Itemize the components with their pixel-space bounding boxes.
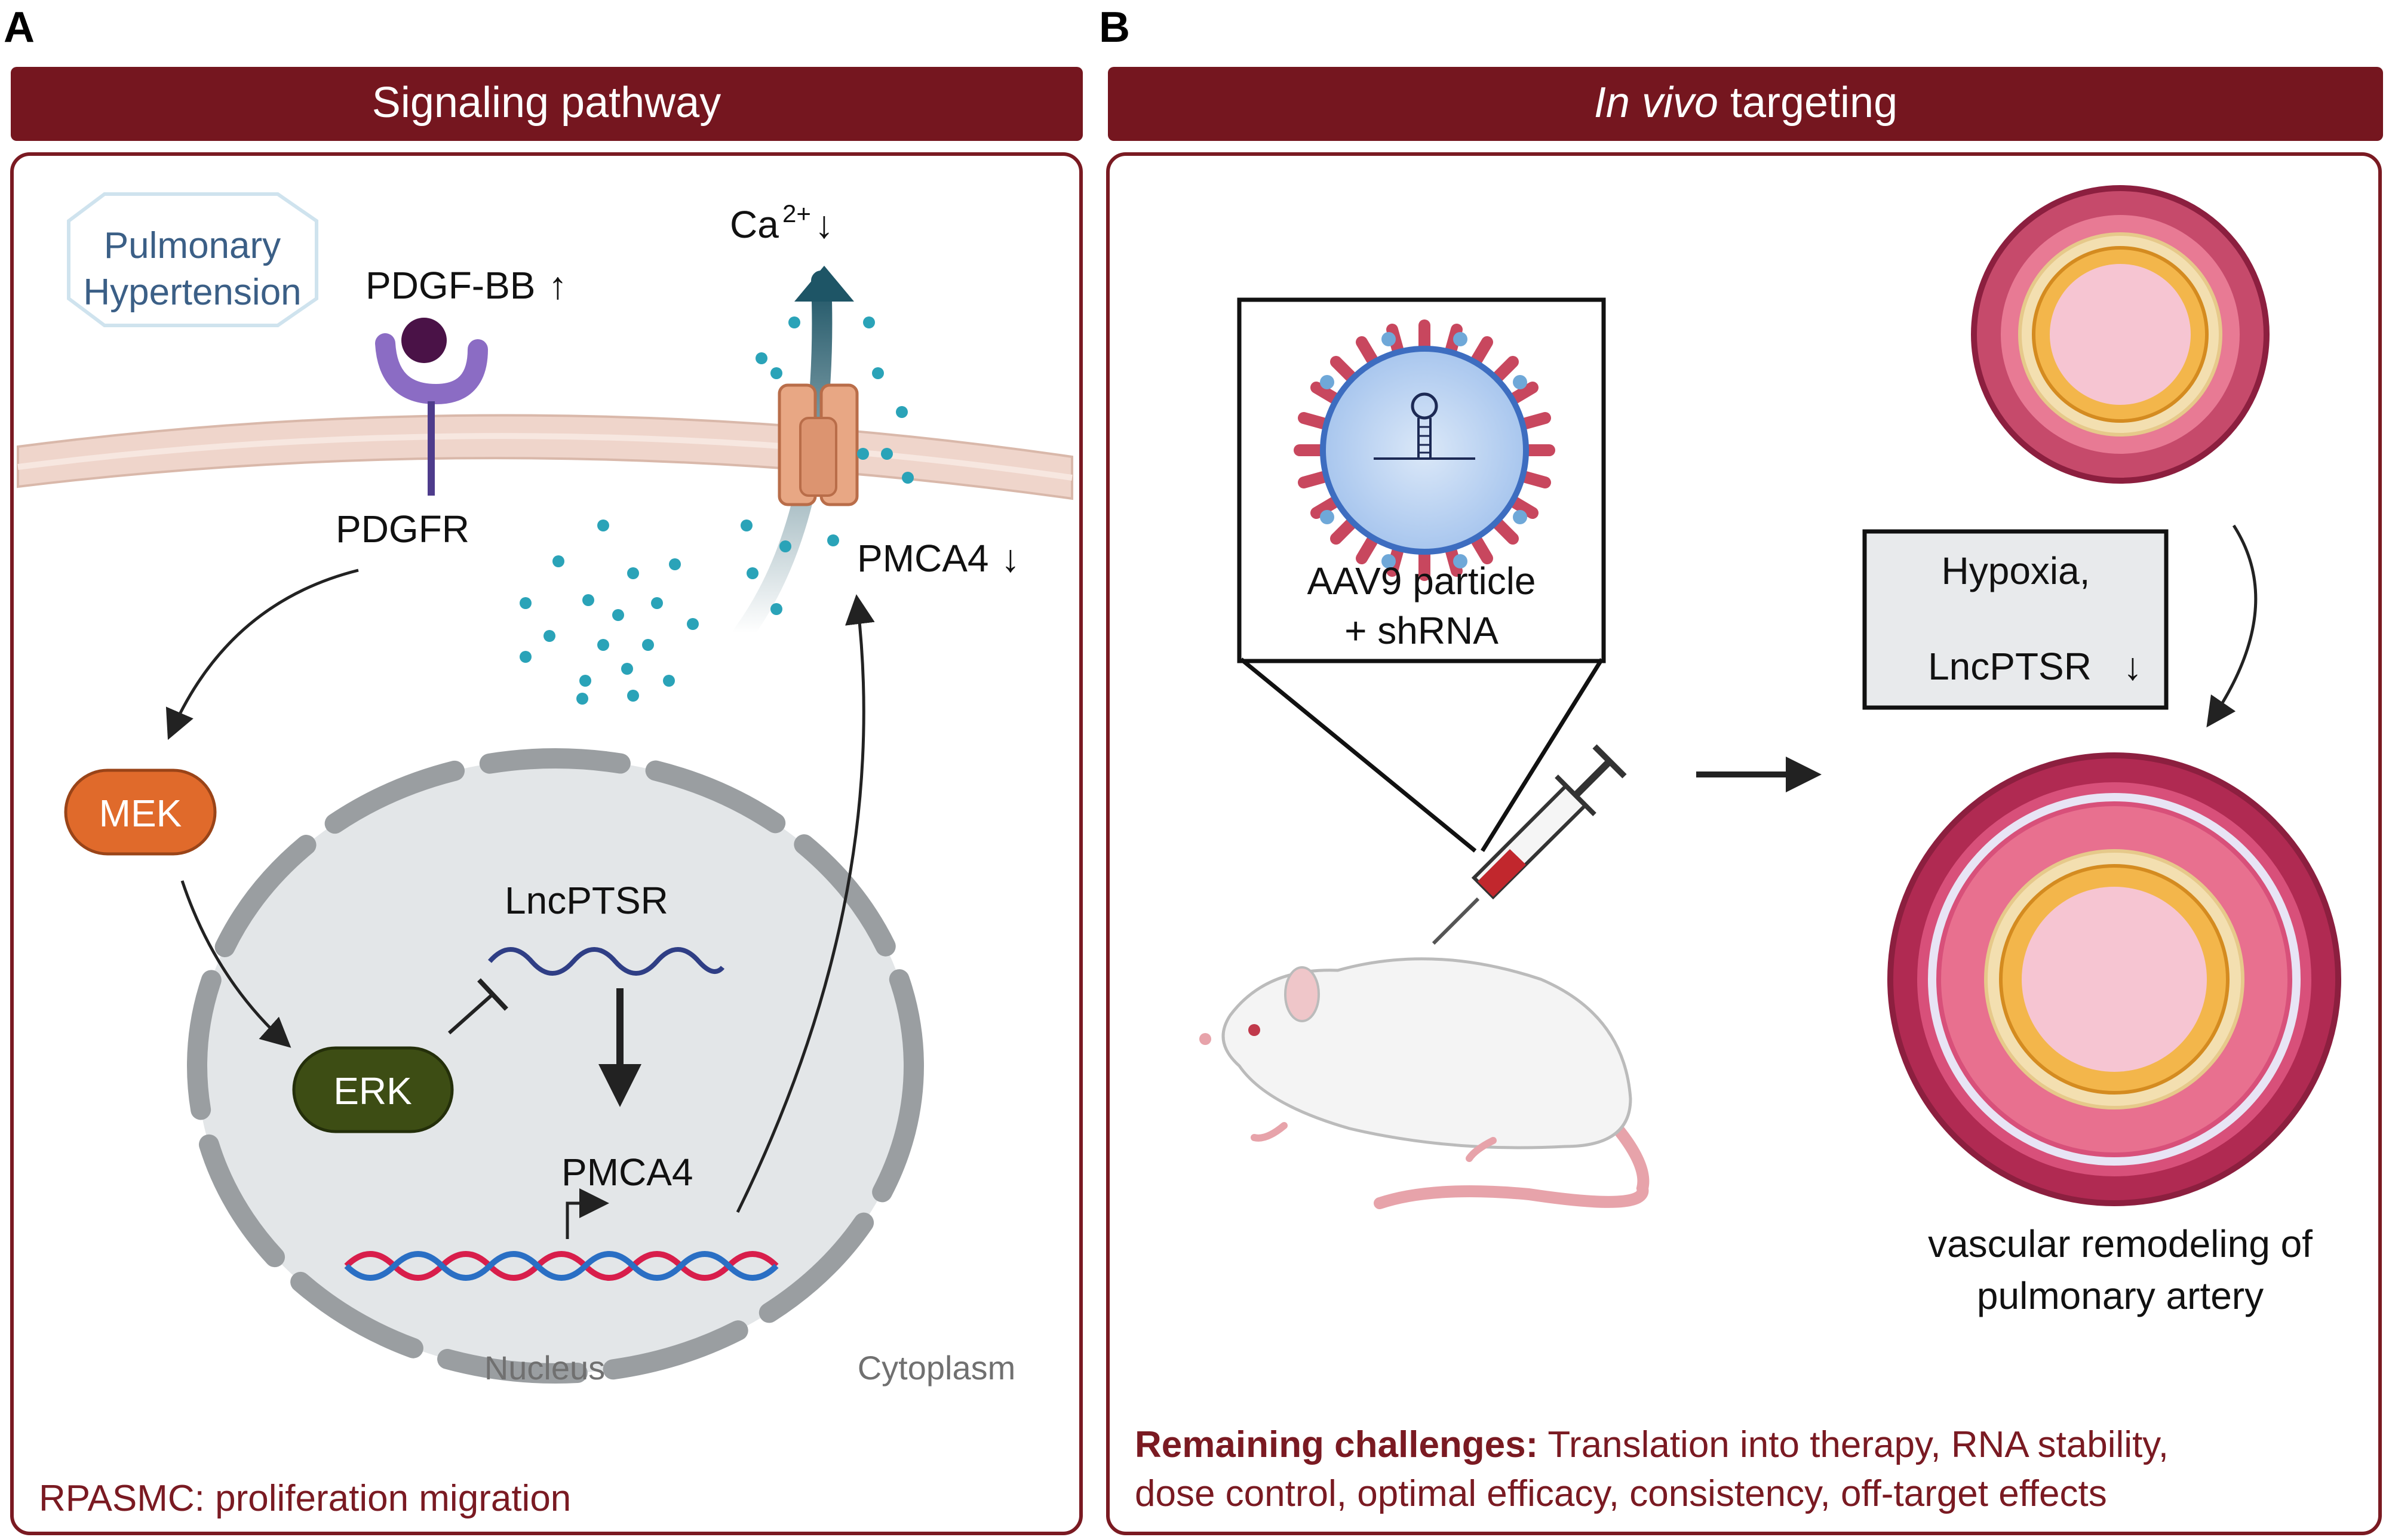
- hypoxia-condition-box: [1862, 529, 2169, 710]
- condition-line-2: LncPTSR: [1928, 645, 2092, 688]
- calcium-ions: [520, 316, 914, 705]
- erk-node: [292, 1046, 454, 1133]
- pdgf-bb-trend: ↑: [548, 264, 567, 307]
- nucleus-label: Nucleus: [484, 1349, 605, 1387]
- calcium-trend: ↓: [815, 203, 834, 246]
- nuclear-envelope: [187, 748, 924, 1384]
- calcium-efflux-arrowhead: [794, 266, 854, 302]
- callout-line-right: [1481, 658, 1604, 852]
- membrane-midline: [17, 433, 1073, 481]
- panel-a-letter: A: [4, 4, 35, 51]
- panel-a: A Signaling pathway Pulmonary Hypertensi…: [4, 4, 1083, 1535]
- mek-to-erk-arrow: [180, 880, 291, 1048]
- pmca4-gene-label: PMCA4: [561, 1151, 693, 1194]
- pdgfr-to-mek-arrow: [165, 568, 359, 740]
- badge-line-2: Hypertension: [83, 272, 301, 313]
- challenges-text-1: Translation into therapy, RNA stability,: [1538, 1424, 2169, 1465]
- dna-strand-1: [344, 1251, 779, 1281]
- panel-b-banner-title: In vivo targeting: [1594, 79, 1897, 127]
- banner-rest: targeting: [1718, 79, 1897, 127]
- remodeled-artery-cross-section: [1887, 752, 2341, 1206]
- calcium-charge: 2+: [782, 199, 811, 228]
- panel-a-banner-title: Signaling pathway: [372, 79, 721, 127]
- pmca4-trend: ↓: [1001, 537, 1020, 580]
- inhibition-bar: [477, 978, 508, 1011]
- remodeling-arrow: [2206, 524, 2258, 728]
- panel-b-banner: [1108, 67, 2383, 141]
- aav9-label-line-1: AAV9 particle: [1307, 560, 1536, 603]
- condition-line-1: Hypoxia,: [1942, 549, 2090, 592]
- panel-b: B In vivo targeting: [1099, 4, 2383, 1535]
- challenges-label: Remaining challenges:: [1135, 1424, 1538, 1465]
- pdgf-bb-ligand: [401, 318, 447, 363]
- badge-line-1: Pulmonary: [104, 225, 281, 266]
- banner-italic: In vivo: [1594, 79, 1718, 127]
- pdgfr-label: PDGFR: [336, 508, 469, 551]
- aav9-particle: [1294, 319, 1555, 581]
- dna-strand-2: [344, 1251, 779, 1281]
- mek-node: [64, 769, 217, 856]
- nucleus: [197, 758, 914, 1373]
- panel-b-letter: B: [1099, 4, 1130, 51]
- cytoplasm-label: Cytoplasm: [858, 1349, 1016, 1387]
- erk-label: ERK: [333, 1069, 412, 1112]
- condition-trend: ↓: [2123, 645, 2142, 688]
- aav9-label-line-2: + shRNA: [1344, 609, 1499, 652]
- transcription-start-arrow: [566, 1188, 609, 1239]
- outcome-line-2: pulmonary artery: [1977, 1274, 2264, 1317]
- lncptsr-label: LncPTSR: [505, 879, 668, 922]
- panel-a-banner: [11, 67, 1083, 141]
- erk-inhibits-lncptsr: [448, 992, 494, 1035]
- pdgf-bb-label: PDGF-BB: [366, 264, 535, 307]
- challenges-line-2: dose control, optimal efficacy, consiste…: [1135, 1473, 2107, 1514]
- rat-illustration: [1199, 957, 1650, 1209]
- syringe: [1432, 744, 1627, 945]
- pmca4-pump: [778, 383, 859, 506]
- mek-label: MEK: [99, 792, 182, 835]
- pmca4-label: PMCA4: [857, 537, 989, 580]
- gene-to-pump-arrow: [736, 594, 875, 1213]
- pulmonary-hypertension-badge: Pulmonary Hypertension: [67, 192, 318, 327]
- challenges-line-1: Remaining challenges: Translation into t…: [1135, 1424, 2169, 1465]
- healthy-artery-cross-section: [1971, 185, 2270, 484]
- panel-a-footer: RPASMC: proliferation migration: [39, 1478, 571, 1519]
- callout-line-left: [1239, 657, 1477, 853]
- pdgfr-receptor-head: [375, 333, 488, 405]
- lncptsr-rna: [487, 947, 725, 976]
- calcium-label: Ca: [730, 203, 779, 246]
- outcome-line-1: vascular remodeling of: [1928, 1222, 2313, 1265]
